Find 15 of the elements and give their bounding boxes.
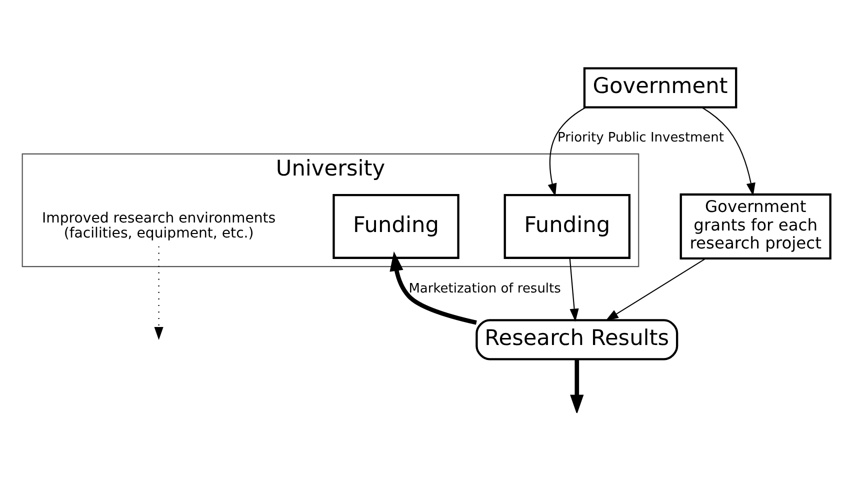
node-box: Research Results — [475, 319, 678, 360]
arrow — [547, 106, 586, 197]
node-box: Government — [582, 67, 737, 108]
node-box: Funding — [503, 194, 630, 259]
arrow — [568, 258, 578, 322]
arrow — [389, 251, 476, 325]
node-text: Improved research environments (facilities, equipment, etc.) — [41, 210, 276, 242]
arrow — [570, 359, 584, 413]
node-box: Government grants for each research project — [679, 193, 831, 260]
arrow — [604, 258, 706, 321]
arrow — [701, 107, 755, 196]
edge-label: Marketization of results — [408, 282, 560, 297]
edge-label: Priority Public Investment — [557, 130, 724, 146]
arrow — [154, 246, 163, 340]
node-box: Funding — [332, 194, 459, 259]
